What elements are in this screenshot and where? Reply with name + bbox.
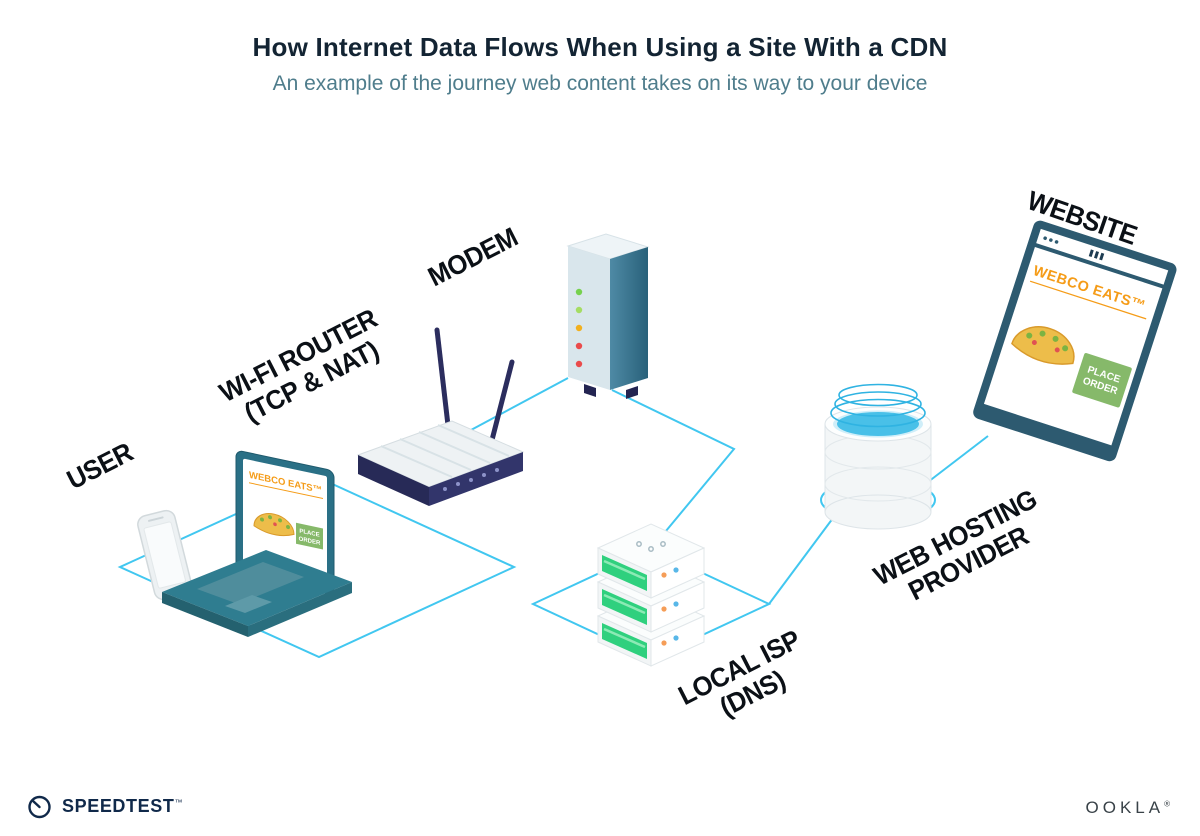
modem-to-isp-line — [611, 389, 736, 550]
speedtest-wordmark: SPEEDTEST™ — [62, 796, 184, 816]
router-top-grooves — [380, 424, 510, 478]
speedtest-trademark: ™ — [174, 798, 184, 807]
database-ripple-rings — [830, 383, 926, 428]
place-order-button — [1072, 353, 1132, 408]
modem-illustration — [566, 233, 650, 399]
page-subtitle: An example of the journey web content ta… — [272, 72, 928, 95]
server-top-buttons — [636, 541, 666, 552]
hosting-database-illustration — [824, 383, 932, 530]
database-water — [837, 412, 919, 436]
speedtest-gauge-icon — [28, 795, 51, 819]
taco-icon — [253, 513, 295, 537]
laptop-order-button-line1: PLACE — [299, 529, 319, 539]
taco-icon — [1011, 326, 1075, 365]
laptop-trackpad — [225, 595, 272, 613]
modem-led-lights — [575, 288, 583, 368]
ookla-trademark: ® — [1164, 799, 1174, 809]
header: How Internet Data Flows When Using a Sit… — [0, 32, 1200, 96]
hosting-to-website-line — [927, 435, 989, 483]
browser-menu-icon — [1088, 249, 1105, 261]
router-antenna-right — [489, 359, 515, 443]
phone-illustration — [137, 509, 193, 601]
website-window-illustration: WEBCO EATS™ PLACE ORDER — [973, 220, 1177, 462]
router-status-dots — [443, 468, 499, 491]
laptop-order-button — [296, 522, 323, 550]
laptop-keyboard — [197, 562, 304, 604]
router-antenna-left — [434, 327, 452, 437]
ookla-logo: OOKLA® — [1086, 798, 1175, 818]
ookla-wordmark: OOKLA — [1085, 798, 1165, 817]
isp-server-illustration — [596, 523, 706, 667]
router-illustration — [356, 327, 525, 506]
laptop-illustration: WEBCO EATS™ PLACE ORDER — [137, 450, 352, 637]
speedtest-logo: SPEEDTEST™ — [26, 793, 183, 820]
isp-to-hosting-line — [768, 513, 837, 605]
server-slab — [596, 523, 706, 599]
laptop-order-button-line2: ORDER — [299, 536, 321, 547]
page-title: How Internet Data Flows When Using a Sit… — [252, 32, 948, 62]
